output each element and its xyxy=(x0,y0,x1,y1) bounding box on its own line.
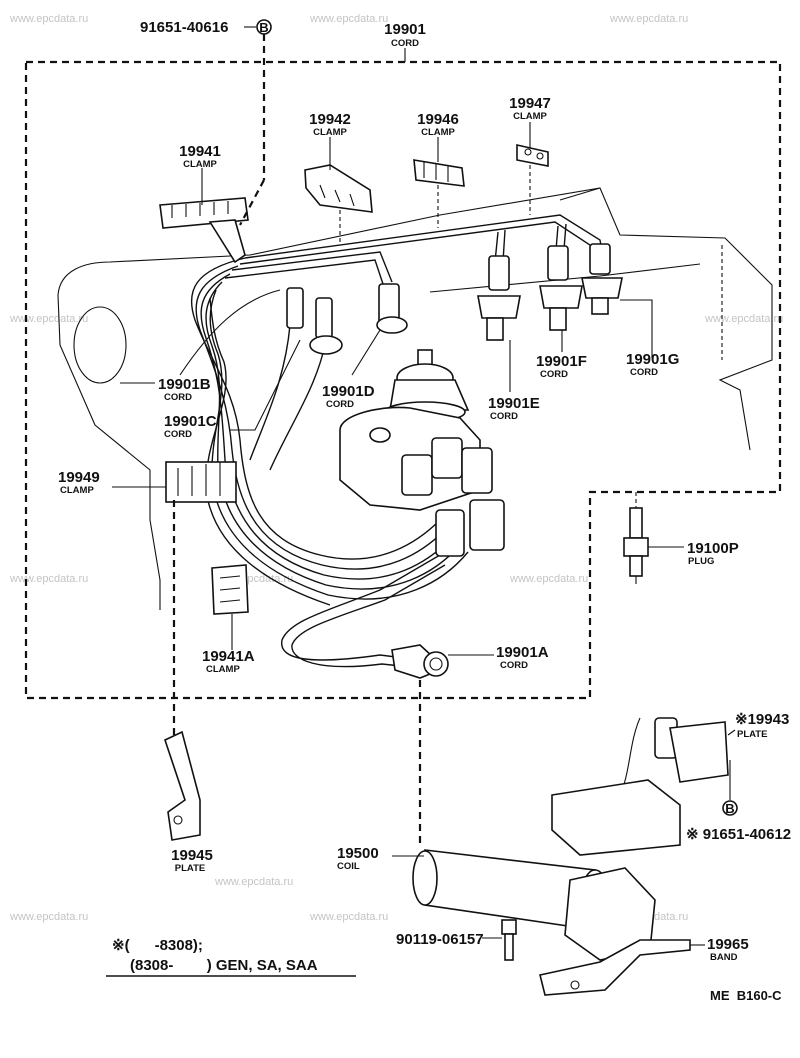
applicability-note: ※( -8308); (8308- ) GEN, SA, SAA xyxy=(106,937,356,977)
label-19949: 19949 xyxy=(58,469,100,486)
label-19901G: 19901G xyxy=(626,351,679,368)
clamp-19941A xyxy=(211,564,249,615)
label-19901C-name: CORD xyxy=(164,429,192,440)
label-19901A-name: CORD xyxy=(500,660,528,671)
label-19945-name: PLATE xyxy=(175,863,205,874)
label-19941: 19941 xyxy=(179,143,221,160)
label-19901B: 19901B xyxy=(158,376,211,393)
label-19946: 19946 xyxy=(417,111,459,128)
label-19943-name: PLATE xyxy=(737,729,767,740)
label-19941-name: CLAMP xyxy=(183,159,217,170)
label-19946-name: CLAMP xyxy=(421,127,455,138)
watermark: www.epcdata.ru xyxy=(9,13,88,25)
label-19100P: 19100P xyxy=(687,540,739,557)
coil-band xyxy=(539,867,691,996)
label-19945: 19945 xyxy=(171,847,213,864)
label-19901D: 19901D xyxy=(322,383,375,400)
clamp-19942 xyxy=(304,164,373,213)
label-19942-name: CLAMP xyxy=(313,127,347,138)
leader-lines xyxy=(112,26,736,946)
bolt-marker-label: B xyxy=(259,20,268,35)
plate-19943 xyxy=(551,717,729,856)
watermark: www.epcdata.ru xyxy=(309,911,388,923)
watermark: www.epcdata.ru xyxy=(9,573,88,585)
diagram-code: ME B160-C xyxy=(710,988,782,1003)
label-19942: 19942 xyxy=(309,111,351,128)
note-line-1: ※( -8308); xyxy=(112,937,203,954)
watermark: www.epcdata.ru xyxy=(9,313,88,325)
label-19901C: 19901C xyxy=(164,413,217,430)
part-labels: 91651-40616 19901 CORD 19941 CLAMP 19942… xyxy=(58,19,791,963)
note-line-2: (8308- ) GEN, SA, SAA xyxy=(130,957,318,974)
label-19901A: 19901A xyxy=(496,644,549,661)
label-19901B-name: CORD xyxy=(164,392,192,403)
label-19901F-name: CORD xyxy=(540,369,568,380)
watermark: www.epcdata.ru xyxy=(704,313,783,325)
label-19901-name: CORD xyxy=(391,38,419,49)
bolt-marker-right: B xyxy=(722,760,738,816)
spark-plug xyxy=(623,492,649,584)
watermark: www.epcdata.ru xyxy=(509,573,588,585)
label-91651-40616: 91651-40616 xyxy=(140,19,228,36)
label-90119-06157: 90119-06157 xyxy=(396,931,484,948)
label-19949-name: CLAMP xyxy=(60,485,94,496)
clamp-19946 xyxy=(413,159,465,187)
clamp-19941 xyxy=(159,197,249,264)
clamp-19949 xyxy=(165,461,237,503)
bolt-marker-label: B xyxy=(725,801,734,816)
label-19901E-name: CORD xyxy=(490,411,518,422)
plug-boots xyxy=(286,243,623,355)
label-19941A: 19941A xyxy=(202,648,255,665)
label-19965-name: BAND xyxy=(710,952,738,963)
label-91651-40612: ※ 91651-40612 xyxy=(686,826,791,843)
engine-block xyxy=(57,187,773,610)
label-19901G-name: CORD xyxy=(630,367,658,378)
label-19941A-name: CLAMP xyxy=(206,664,240,675)
label-19901E: 19901E xyxy=(488,395,540,412)
bolt xyxy=(501,919,517,961)
label-19965: 19965 xyxy=(707,936,749,953)
label-19901D-name: CORD xyxy=(326,399,354,410)
label-19943: ※19943 xyxy=(735,711,789,728)
distributor xyxy=(339,349,505,557)
label-19100P-name: PLUG xyxy=(688,556,714,567)
plate-19945 xyxy=(164,500,201,841)
label-19901: 19901 xyxy=(384,21,426,38)
cord-19901A-end xyxy=(391,644,449,679)
watermark: www.epcdata.ru xyxy=(214,876,293,888)
label-19947: 19947 xyxy=(509,95,551,112)
bolt-marker-top: B xyxy=(239,19,272,226)
watermark: www.epcdata.ru xyxy=(309,13,388,25)
label-19500: 19500 xyxy=(337,845,379,862)
watermark: www.epcdata.ru xyxy=(9,911,88,923)
cord-bundle xyxy=(190,214,606,669)
clamp-19947 xyxy=(516,143,549,167)
label-19500-name: COIL xyxy=(337,861,360,872)
watermark: www.epcdata.ru xyxy=(609,13,688,25)
label-19901F: 19901F xyxy=(536,353,587,370)
assembly-frame xyxy=(24,48,782,700)
label-19947-name: CLAMP xyxy=(513,111,547,122)
